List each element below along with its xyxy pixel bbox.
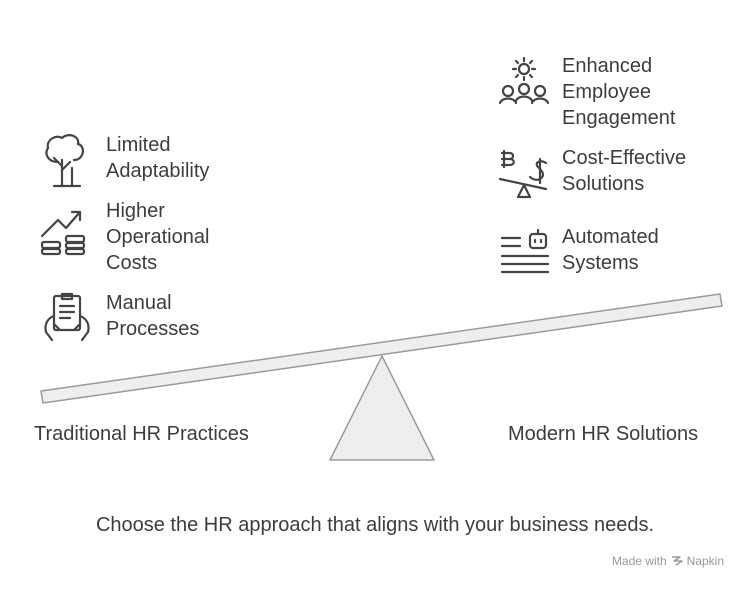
tree-icon	[45, 134, 84, 188]
team-gear-icon	[498, 56, 550, 105]
right-side-label: Modern HR Solutions	[508, 423, 699, 445]
brand-name: Napkin	[686, 554, 724, 568]
left-item-limited-adaptability: Limited Adaptability	[40, 132, 209, 188]
rising-costs-icon	[40, 210, 86, 256]
left-item-label: Limited Adaptability	[106, 134, 210, 182]
left-item-label: Higher Operational Costs	[106, 200, 210, 274]
robot-list-icon	[500, 228, 550, 274]
left-item-manual-processes: Manual Processes	[40, 290, 199, 346]
brand-prefix: Made with	[611, 554, 667, 568]
left-item-label: Manual Processes	[106, 292, 200, 340]
left-side-label: Traditional HR Practices	[34, 423, 249, 445]
caption: Choose the HR approach that aligns with …	[95, 514, 655, 536]
seesaw-plank	[40, 293, 723, 404]
right-item-automated-systems: Automated Systems	[496, 224, 659, 280]
left-item-higher-costs: Higher Operational Costs	[40, 198, 209, 276]
right-item-employee-engagement: Enhanced Employee Engagement	[496, 53, 675, 131]
right-item-label: Cost-Effective Solutions	[562, 147, 687, 195]
right-item-label: Enhanced Employee Engagement	[562, 55, 676, 129]
napkin-logo-icon	[671, 556, 683, 566]
balance-currency-icon	[498, 149, 548, 199]
right-item-label: Automated Systems	[562, 226, 659, 274]
napkin-branding: Made with Napkin	[612, 554, 724, 568]
seesaw-fulcrum	[329, 355, 435, 461]
manual-document-icon	[44, 292, 90, 342]
right-item-cost-effective: Cost-Effective Solutions	[496, 145, 686, 201]
